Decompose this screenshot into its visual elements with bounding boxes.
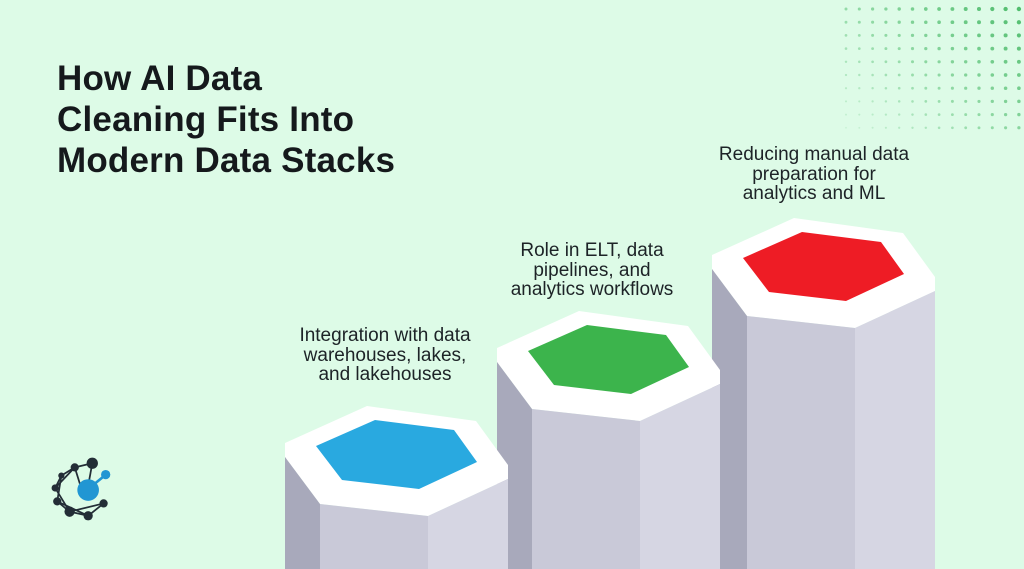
- pillar-label-elt: Role in ELT, data pipelines, and analyti…: [510, 240, 674, 300]
- page-title-line: Modern Data Stacks: [57, 141, 396, 180]
- pillar-integration-with-data-warehouses: [285, 406, 508, 569]
- pillar-top-hexagon: [743, 232, 904, 301]
- pillar-reducing-manual-data-prep: [712, 218, 935, 569]
- pillar-label-reducing: Reducing manual data preparation for ana…: [718, 144, 910, 204]
- page-title-line: How AI Data: [57, 59, 263, 98]
- pillar-front-face: [532, 409, 640, 569]
- pillar-top-hexagon: [528, 325, 689, 394]
- pillar-right-face: [855, 291, 935, 569]
- dots-pattern: [844, 6, 1022, 130]
- pillar-front-face: [747, 316, 855, 569]
- network-logo-icon: [51, 457, 111, 521]
- page-title-line: Cleaning Fits Into: [57, 100, 355, 139]
- pillar-top-hexagon: [316, 420, 477, 489]
- pillar-right-face: [640, 384, 720, 569]
- pillar-front-face: [320, 504, 428, 569]
- pillar-left-face: [285, 457, 320, 569]
- pillar-right-face: [428, 479, 508, 569]
- pillar-left-face: [712, 269, 747, 569]
- pillar-role-in-elt-pipelines: [497, 311, 720, 569]
- page-title: How AI Data Cleaning Fits Into Modern Da…: [57, 58, 537, 181]
- pillar-label-integration: Integration with data warehouses, lakes,…: [299, 325, 471, 385]
